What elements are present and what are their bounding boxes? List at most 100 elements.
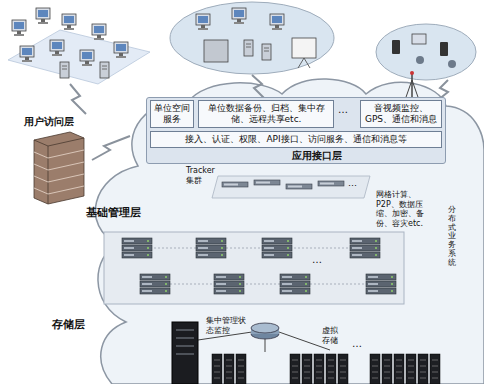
user-cluster-left (100, 62, 109, 78)
antenna (405, 71, 419, 100)
user-cluster-right (392, 40, 400, 54)
storage-equipment (172, 322, 198, 384)
service-box: 单位空间服务 (150, 100, 194, 128)
ellipsis: … (352, 338, 362, 350)
storage-equipment (326, 354, 336, 384)
user-cluster-left (50, 40, 64, 56)
equipment-label: 虚拟存储 (322, 326, 344, 345)
function-note: 网格计算、P2P、数据压缩、加密、备份、容灾etc. (376, 190, 438, 228)
storage-equipment (290, 354, 300, 384)
user-cluster-left (114, 42, 128, 58)
firewall-icon (48, 146, 49, 204)
user-cluster-left (20, 46, 34, 62)
layer-label: 用户访问层 (24, 116, 74, 128)
storage-equipment (394, 354, 404, 384)
storage-equipment (176, 354, 194, 355)
tracker-switches (212, 176, 370, 198)
box-text: 音视频监控、GPS、通信和消息 (363, 103, 439, 125)
storage-equipment (176, 338, 194, 339)
user-cluster-middle (270, 14, 284, 30)
interface-box: 接入、认证、权限、API接口、访问服务、通信和消息等 (150, 131, 442, 148)
firewall-icon (34, 152, 48, 194)
box-text: 接入、认证、权限、API接口、访问服务、通信和消息等 (153, 134, 439, 145)
server-band (104, 232, 404, 304)
storage-equipment (265, 338, 266, 352)
user-cluster-left (62, 14, 76, 30)
firewall-icon (34, 132, 84, 204)
user-cluster-middle (292, 38, 316, 58)
layer-label: 基础管理层 (86, 206, 141, 219)
vertical-label: 分布式业务系统 (448, 206, 456, 268)
user-cluster-middle (244, 40, 253, 56)
ellipsis: … (312, 254, 322, 266)
user-cluster-right (416, 56, 424, 64)
user-cluster-right (412, 34, 426, 44)
server-band (366, 274, 396, 294)
storage-equipment (406, 354, 416, 384)
wireless-link (70, 84, 86, 114)
storage-equipment (236, 354, 246, 384)
user-cluster-left (92, 24, 106, 40)
user-cluster-middle (170, 2, 334, 74)
user-cluster-middle (304, 58, 310, 68)
user-cluster-left (12, 20, 26, 36)
user-cluster-middle (170, 2, 334, 74)
server-band (196, 238, 226, 258)
cloud-outline (95, 79, 484, 384)
ellipsis: … (348, 178, 357, 189)
storage-equipment (338, 354, 348, 384)
user-cluster-right (448, 60, 456, 68)
service-box: 音视频监控、GPS、通信和消息 (360, 100, 442, 128)
layer-label: 存储层 (52, 318, 85, 331)
server-band (104, 232, 404, 304)
equipment-label: 集中管理状态监控 (206, 316, 246, 335)
storage-equipment (314, 354, 324, 384)
user-cluster-left (60, 62, 69, 78)
storage-equipment (176, 330, 194, 331)
storage-equipment (430, 354, 440, 384)
firewall-icon (48, 150, 84, 194)
storage-equipment (224, 354, 234, 384)
firewall-icon (34, 138, 84, 146)
antenna (410, 71, 414, 75)
server-band (140, 274, 170, 294)
tracker-switches (212, 176, 370, 198)
layer-title: 应用接口层 (292, 149, 342, 163)
storage-equipment (176, 330, 194, 354)
server-band (122, 238, 152, 258)
service-box: 单位数据备份、归档、集中存储、远程共享etc. (198, 100, 334, 128)
interface-layer-band: 应用接口层 单位空间服务单位数据备份、归档、集中存储、远程共享etc. 音视频监控、… (146, 97, 446, 164)
firewall-icon (34, 132, 84, 204)
storage-equipment (176, 346, 194, 347)
user-cluster-middle (196, 14, 210, 30)
tracker-switches (222, 182, 248, 187)
user-cluster-right (376, 24, 476, 80)
storage-equipment (370, 354, 380, 384)
cluster-label: Tracker 集群 (186, 166, 222, 185)
server-band (350, 238, 380, 258)
wireless-link (92, 136, 130, 160)
user-cluster-middle (298, 58, 304, 68)
server-band (280, 274, 310, 294)
user-cluster-left (36, 8, 50, 24)
storage-equipment (418, 354, 428, 384)
storage-equipment (382, 354, 392, 384)
storage-equipment (302, 354, 312, 384)
user-cluster-left (80, 50, 94, 66)
box-text: 单位空间服务 (153, 103, 191, 125)
tracker-switches (286, 184, 312, 189)
tracker-switches (254, 180, 280, 185)
user-cluster-middle (262, 44, 271, 60)
user-cluster-middle (232, 8, 246, 24)
tracker-switches (318, 181, 344, 186)
user-cluster-left (8, 8, 150, 84)
user-cluster-right (376, 24, 476, 80)
wireless-link (252, 75, 264, 98)
user-cluster-left (8, 30, 150, 84)
server-band (214, 274, 244, 294)
user-cluster-right (440, 42, 448, 56)
box-text: 单位数据备份、归档、集中存储、远程共享etc. (201, 103, 331, 125)
storage-equipment (251, 323, 279, 333)
storage-equipment (212, 354, 222, 384)
